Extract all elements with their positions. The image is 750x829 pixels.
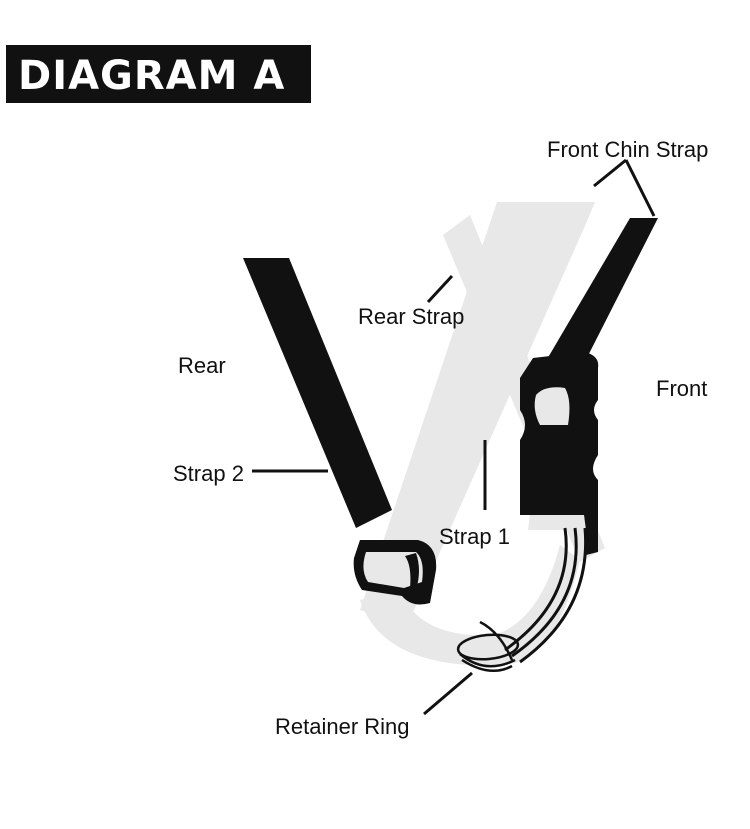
label-rear-strap: Rear Strap <box>358 304 465 329</box>
label-front: Front <box>656 376 708 401</box>
label-front-chin-strap: Front Chin Strap <box>547 137 709 162</box>
label-strap-1: Strap 1 <box>439 524 510 549</box>
front-chin-strap-leader-1 <box>593 158 627 188</box>
buckle-icon <box>520 352 599 555</box>
retainer-ring-leader <box>423 671 473 716</box>
rear-strap-leader <box>426 274 454 304</box>
label-rear: Rear <box>178 353 226 378</box>
title-banner <box>6 45 311 103</box>
strap2-keeper-icon <box>353 540 437 605</box>
strap1-curve-lines <box>504 527 588 664</box>
diagram-title: DIAGRAM A <box>18 53 286 99</box>
retainer-ring-icon <box>456 620 520 673</box>
leader-lines <box>252 158 656 716</box>
label-retainer-ring: Retainer Ring <box>275 714 410 739</box>
front-chin-strap-leader-2 <box>624 159 656 217</box>
rear-strap-black <box>243 258 392 528</box>
front-chin-strap-black <box>536 218 658 395</box>
label-strap-2: Strap 2 <box>173 461 244 486</box>
